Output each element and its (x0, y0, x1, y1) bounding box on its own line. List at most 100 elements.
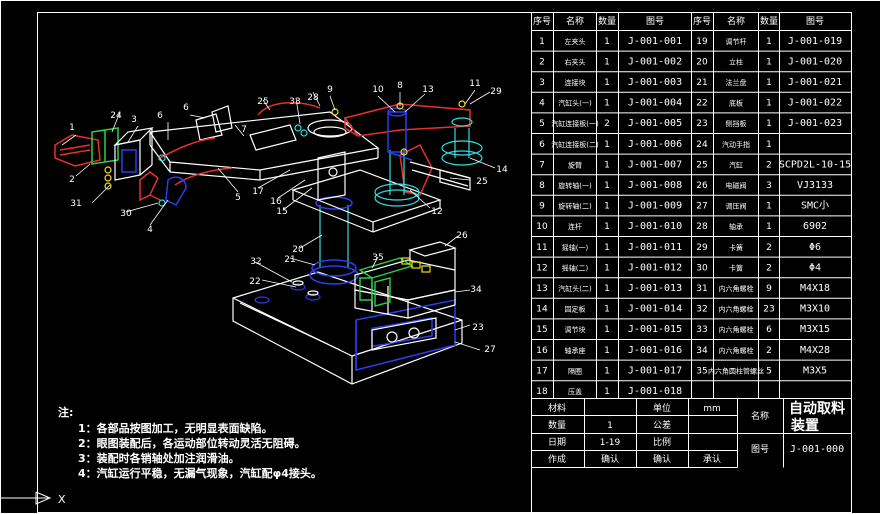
regulator-26 (408, 241, 457, 270)
bom-cell-name: 右夹头 (565, 57, 586, 66)
balloon-29: 29 (490, 87, 502, 97)
balloon-1: 1 (69, 123, 75, 133)
air-fittings (104, 166, 112, 190)
bom-cell-code: J-001-004 (628, 98, 682, 109)
bom-cell-seq: 17 (536, 366, 547, 376)
bom-cell-qty: 1 (766, 202, 772, 212)
bom-cell-qty: 1 (766, 37, 772, 47)
bom-cell-qty: 1 (604, 37, 610, 47)
notes-heading: 注: (58, 405, 73, 419)
notes: 注: 1：各部品按图加工，无明显表面缺陷。 2：眼图装配后，各运动部位转动灵活无… (58, 405, 322, 480)
balloon-33: 33 (289, 97, 300, 107)
bom-cell-seq: 12 (536, 263, 547, 273)
bom-cell-seq: 1 (539, 37, 545, 47)
bom-cell-qty: 1 (604, 387, 610, 397)
bom-cell-seq: 18 (536, 387, 548, 397)
bom-cell-code: M3X15 (800, 324, 830, 335)
side-plate-window (371, 317, 437, 351)
bom-cell-seq: 30 (696, 263, 708, 273)
bom-cell-seq: 25 (696, 160, 707, 170)
bom-cell-seq: 21 (696, 78, 707, 88)
balloon-21: 21 (284, 255, 295, 265)
bom-cell-code: J-001-013 (628, 283, 682, 294)
bom-cell-code: J-001-005 (628, 118, 682, 129)
balloon-11: 11 (469, 79, 480, 89)
bom-cell-name: 汽动手指 (722, 140, 750, 149)
bom-cell-code: J-001-023 (788, 118, 842, 129)
bom-cell-seq: 23 (696, 119, 707, 129)
bom-cell-qty: 1 (766, 222, 772, 232)
column-flanges (309, 196, 359, 285)
balloon-20: 20 (292, 245, 304, 255)
bom-cell-name: 汽缸头(一) (558, 99, 592, 108)
bom-cell-qty: 1 (604, 202, 610, 212)
bom-cell-seq: 6 (539, 140, 545, 150)
bom-cell-qty: 1 (604, 346, 610, 356)
bom-cell-qty: 2 (766, 346, 772, 356)
note-3: 3：装配时各销轴处加注润滑油。 (78, 451, 240, 465)
bom-cell-code: J-001-009 (628, 201, 682, 212)
bom-cell-qty: 1 (766, 119, 772, 129)
tb-unit-value: mm (703, 404, 721, 414)
balloon-23: 23 (472, 323, 483, 333)
bom-cell-code: J-001-019 (788, 36, 842, 47)
bom-cell-seq: 16 (536, 346, 548, 356)
bom-cell-qty: 6 (766, 325, 772, 335)
leader-lines (61, 89, 496, 351)
balloon-28: 28 (307, 93, 319, 103)
balloon-6: 6 (183, 103, 189, 113)
cylinder-head-4 (165, 176, 187, 206)
bom-cell-name: 内六角螺栓 (719, 305, 754, 314)
bom-header-name: 名称 (566, 15, 584, 27)
bom-cell-qty: 1 (604, 160, 610, 170)
bom-table (531, 12, 852, 399)
bom-cell-name: 轴承座 (565, 346, 586, 355)
balloon-25: 25 (257, 97, 268, 107)
tb-approve: 承认 (703, 453, 721, 465)
bom-cell-name: 侧挡板 (726, 119, 747, 128)
balloon-27: 27 (484, 345, 495, 355)
bom-cell-qty: 1 (604, 78, 610, 88)
tb-name-value-1: 自动取料 (789, 400, 845, 417)
bom-cell-qty: 1 (604, 181, 610, 191)
column (319, 205, 349, 268)
bom-cell-qty: 1 (604, 99, 610, 109)
bom-cell-qty: 1 (604, 222, 610, 232)
bom-cell-seq: 35 (696, 366, 707, 376)
tb-material-label: 材料 (548, 402, 566, 414)
tb-confirm-1: 确认 (601, 453, 619, 465)
bom-cell-name: 旋转轴(一) (558, 181, 592, 190)
bom-cell-name: 法兰盘 (726, 78, 747, 87)
bom-cell-code: M4X18 (800, 283, 830, 294)
bom-cell-seq: 28 (696, 222, 708, 232)
bom-cell-name: 旋臂 (568, 160, 582, 169)
bom-cell-code: J-001-008 (628, 180, 682, 191)
bom-cell-seq: 10 (536, 222, 548, 232)
bom-header-seq-2: 序号 (693, 15, 711, 27)
note-1: 1：各部品按图加工，无明显表面缺陷。 (78, 421, 273, 435)
balloon-24: 24 (110, 111, 122, 121)
balloon-3: 3 (131, 115, 137, 125)
bom-cell-name: 左夹头 (565, 37, 586, 46)
bom-cell-code: J-001-011 (628, 242, 682, 253)
bom-cell-qty: 1 (766, 78, 772, 88)
shafts (374, 117, 483, 207)
blue-pivot (387, 107, 413, 161)
bom-cell-name: 汽缸头(二) (558, 284, 592, 293)
bom-cell-name: 摇轴(一) (562, 243, 589, 252)
bom-cell-qty: 5 (766, 366, 772, 376)
bom-cell-name: 汽缸 (729, 160, 743, 169)
bom-cell-seq: 33 (696, 325, 707, 335)
bom-cell-seq: 14 (536, 305, 548, 315)
bom-cell-name: 调节块 (565, 325, 586, 334)
bom-cell-name: 立柱 (729, 57, 743, 66)
bom-cell-seq: 13 (536, 284, 547, 294)
bom-cell-seq: 7 (539, 160, 545, 170)
balloon-16: 16 (270, 197, 282, 207)
bom-cell-code: J-001-002 (628, 56, 682, 67)
bom-cell-name: 汽缸连接板(一) (551, 119, 599, 128)
bom-cell-code: J-001-018 (628, 386, 682, 397)
bom-cell-seq: 15 (536, 325, 547, 335)
bom-cell-name: 摇轴(二) (562, 263, 589, 272)
bom-cell-seq: 3 (539, 78, 545, 88)
